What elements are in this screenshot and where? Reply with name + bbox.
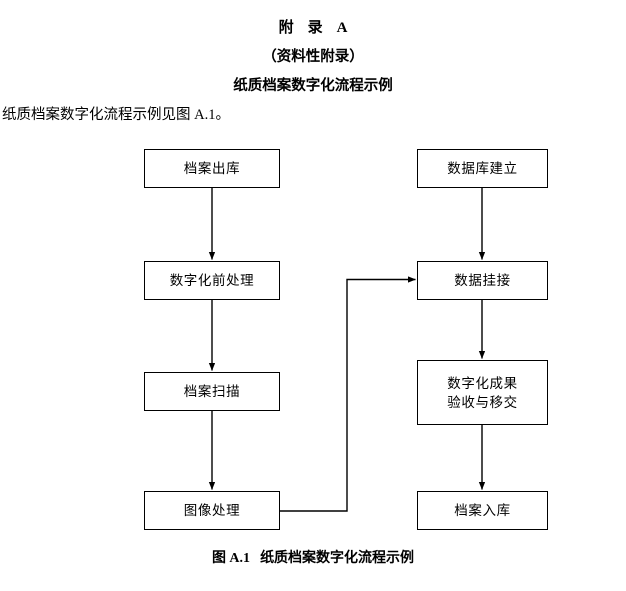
flow-node-label: 档案扫描 [183,384,241,399]
flow-node-dangan-ruku[interactable]: 档案入库 [417,491,548,530]
flow-node-label: 图像处理 [183,503,241,518]
annex-title-word-2: 录 [307,20,323,36]
flow-node-yanshou-yijiao[interactable]: 数字化成果 验收与移交 [417,360,548,425]
flow-node-label: 数据挂接 [454,273,511,288]
flow-node-shuzihua-qianchuli[interactable]: 数字化前处理 [144,261,280,300]
figure-caption: 图 A.1 纸质档案数字化流程示例 [0,549,626,569]
flow-node-dangan-saomiao[interactable]: 档案扫描 [144,372,280,411]
flow-node-label: 数字化前处理 [169,273,255,288]
figure-caption-title: 纸质档案数字化流程示例 [260,551,415,566]
figure-caption-number: 图 A.1 [211,551,251,566]
connector-tuxiang-chuli-to-shuju-guajie [280,276,416,512]
flow-node-dangan-chuku[interactable]: 档案出库 [144,149,280,188]
annex-title-word-1: 附 [278,20,294,36]
flow-node-label: 档案入库 [454,503,511,518]
flow-node-tuxiang-chuli[interactable]: 图像处理 [144,491,280,530]
flow-node-shuju-guajie[interactable]: 数据挂接 [417,261,548,300]
annex-title-letter: A [336,20,348,36]
annex-subject: 纸质档案数字化流程示例 [233,78,393,94]
flow-node-label: 数字化成果 验收与移交 [447,375,518,410]
annex-kind: （资料性附录） [262,49,364,65]
intro-paragraph: 纸质档案数字化流程示例见图 A.1。 [2,107,230,123]
flow-node-label: 数据库建立 [447,161,518,176]
flow-node-shujuku-jianli[interactable]: 数据库建立 [417,149,548,188]
flow-node-label: 档案出库 [183,161,241,176]
